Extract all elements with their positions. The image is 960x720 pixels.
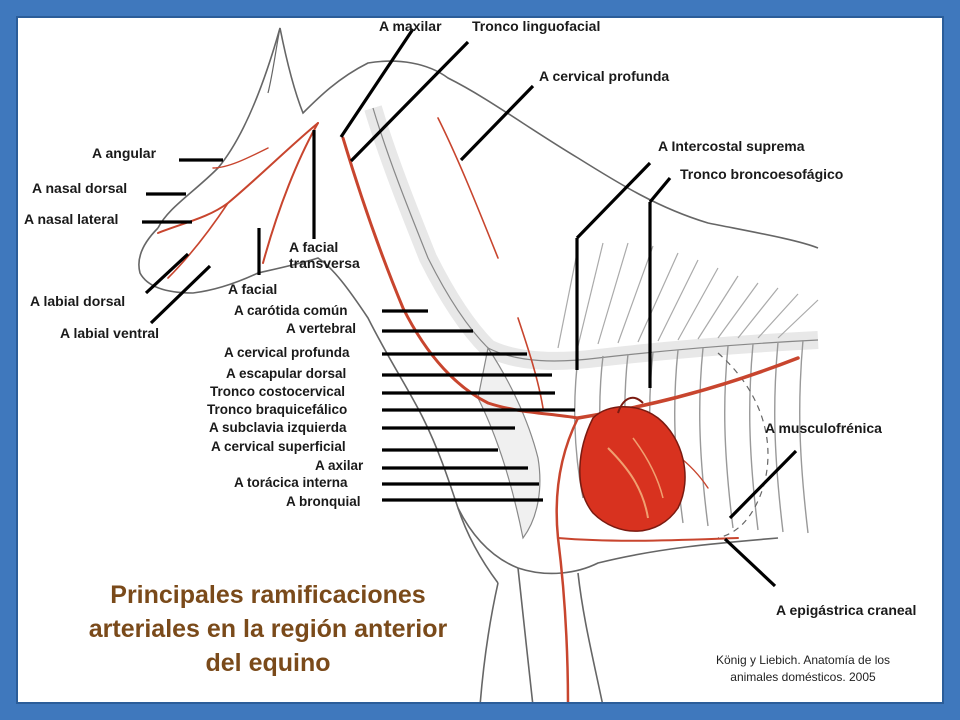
heart: [579, 396, 686, 532]
label-facial-transversa-2: transversa: [289, 255, 360, 271]
label-carotida-comun: A carótida común: [234, 303, 348, 318]
scapula: [477, 346, 541, 540]
label-cervical-profunda-top: A cervical profunda: [539, 68, 670, 84]
label-musculofrenica: A musculofrénica: [765, 420, 882, 436]
label-facial: A facial: [228, 281, 278, 297]
label-toracica-interna: A torácica interna: [234, 475, 348, 490]
label-tronco-linguofacial: Tronco linguofacial: [472, 18, 601, 34]
label-escapular-dorsal: A escapular dorsal: [226, 366, 347, 381]
title-line-2: arteriales en la región anterior: [88, 615, 448, 643]
label-tronco-braquicefalico: Tronco braquicefálico: [207, 402, 348, 417]
credit-line-2: animales domésticos. 2005: [730, 670, 876, 684]
label-tronco-broncoesofagico: Tronco broncoesofágico: [680, 166, 844, 182]
slide-title: Principales ramificaciones arteriales en…: [38, 578, 498, 680]
credit-line-1: König y Liebich. Anatomía de los: [715, 653, 891, 667]
source-credit: König y Liebich. Anatomía de los animale…: [678, 652, 928, 686]
label-intercostal-suprema: A Intercostal suprema: [658, 138, 805, 154]
label-nasal-dorsal: A nasal dorsal: [32, 180, 128, 196]
dorsal-spines: [557, 242, 819, 349]
label-nasal-lateral: A nasal lateral: [24, 211, 119, 227]
label-vertebral: A vertebral: [286, 321, 357, 336]
label-axilar: A axilar: [315, 458, 364, 473]
diaphragm-line: [717, 352, 769, 539]
slide-panel: A maxilar Tronco linguofacial A cervical…: [16, 16, 944, 704]
leader-lines: [142, 28, 798, 588]
title-line-1: Principales ramificaciones: [110, 581, 426, 609]
label-maxilar: A maxilar: [379, 18, 442, 34]
label-subclavia-izquierda: A subclavia izquierda: [209, 420, 347, 435]
title-line-3: del equino: [205, 649, 331, 677]
label-cervical-profunda: A cervical profunda: [224, 345, 350, 360]
label-tronco-costocervical: Tronco costocervical: [210, 384, 346, 399]
label-epigastrica-craneal: A epigástrica craneal: [776, 602, 917, 618]
label-angular: A angular: [92, 145, 157, 161]
label-facial-transversa-1: A facial: [289, 239, 339, 255]
label-labial-dorsal: A labial dorsal: [30, 293, 126, 309]
label-cervical-superficial: A cervical superficial: [211, 439, 346, 454]
label-labial-ventral: A labial ventral: [60, 325, 160, 341]
horse-outline: [138, 27, 819, 702]
anatomy-diagram: [138, 27, 819, 702]
label-bronquial: A bronquial: [286, 494, 361, 509]
